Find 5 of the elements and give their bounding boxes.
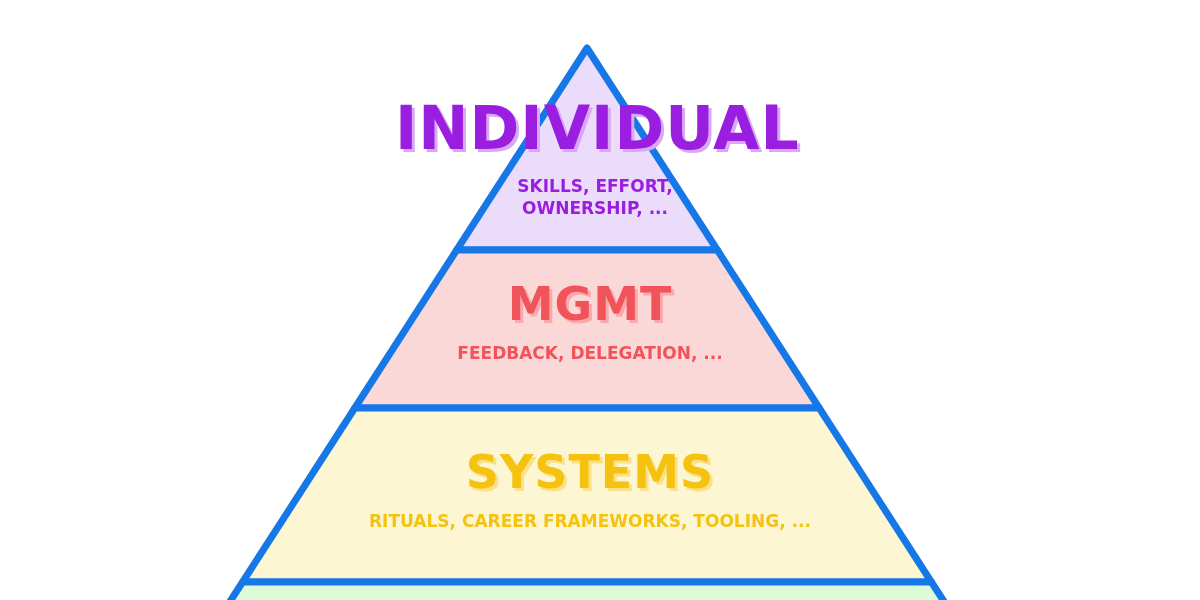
tier-description: FEEDBACK, DELEGATION, ...	[456, 342, 724, 364]
tier-heading: MGMT	[506, 278, 674, 330]
tier-heading: SYSTEMS	[464, 446, 716, 498]
tier-description: RITUALS, CAREER FRAMEWORKS, TOOLING, ...	[368, 510, 812, 532]
tier-description: SKILLS, EFFORT, OWNERSHIP, ...	[516, 175, 674, 219]
